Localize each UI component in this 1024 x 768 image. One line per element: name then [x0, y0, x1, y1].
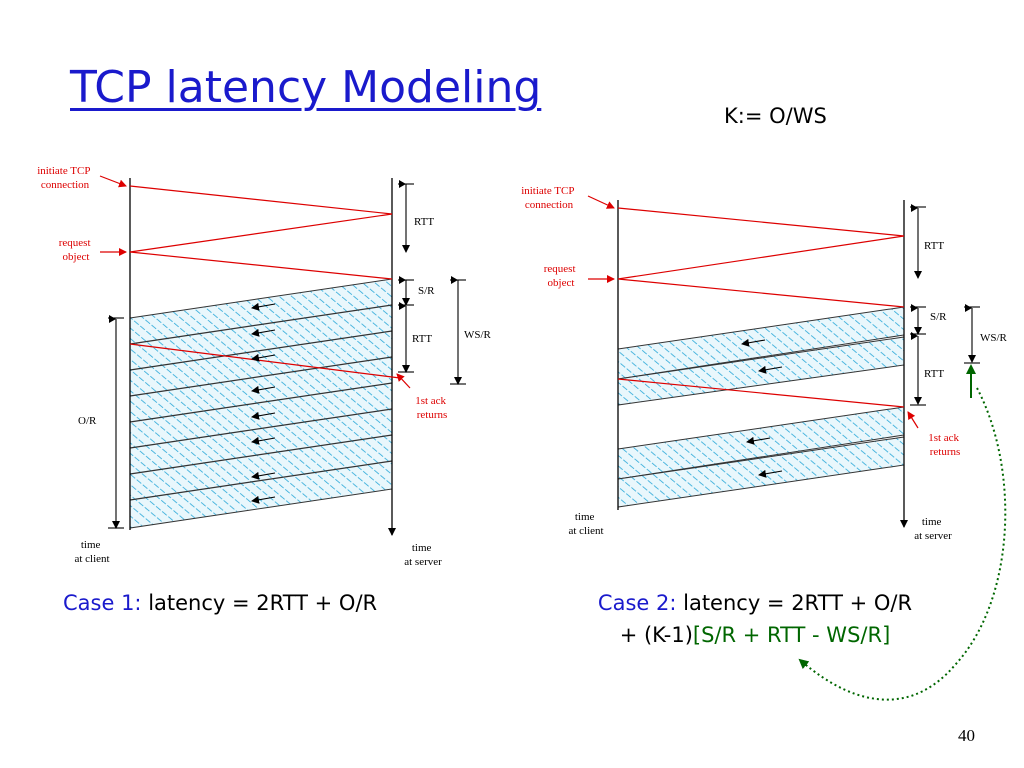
case-2-bracket-term: [S/R + RTT - WS/R] — [692, 623, 891, 647]
case-1-formula: Case 1: latency = 2RTT + O/R — [63, 591, 377, 615]
right-request-label: request object — [544, 263, 579, 289]
right-time-client-line1: time — [575, 511, 595, 523]
left-request-label: request object — [59, 237, 94, 263]
case-2-formula: Case 2: latency = 2RTT + O/R + (K-1)[S/R… — [540, 587, 970, 651]
left-time-client-line2: at client — [74, 553, 109, 565]
left-time-server-label: time at server — [404, 542, 442, 568]
right-rtt-mid-label: RTT — [924, 368, 944, 380]
right-ack-label: 1st ack returns — [928, 432, 962, 458]
slide-title: TCP latency Modeling — [70, 62, 542, 113]
left-segment-lines — [129, 304, 393, 501]
left-rtt-top-label: RTT — [414, 216, 434, 228]
right-initiate-line1: initiate TCP — [521, 185, 574, 197]
left-diagram: initiate TCP connection request object R… — [37, 165, 491, 568]
green-connector — [798, 364, 1007, 701]
left-request-line1: request — [59, 237, 91, 249]
right-diagram: initiate TCP connection request object R… — [521, 185, 1007, 542]
right-handshake-lines — [617, 207, 905, 408]
case-2-label: Case 2: — [597, 591, 677, 615]
left-initiate-line1: initiate TCP — [37, 165, 90, 177]
case-1-label: Case 1: — [63, 591, 142, 615]
right-time-client-label: time at client — [568, 511, 603, 537]
left-s-r-label: S/R — [418, 285, 435, 297]
right-red-pointers — [587, 195, 919, 429]
left-time-server-line2: at server — [404, 556, 442, 568]
k-definition: K:= O/WS — [724, 104, 827, 128]
right-initiate-label: initiate TCP connection — [521, 185, 577, 211]
green-dotted-curve — [798, 387, 1007, 701]
left-red-pointers — [99, 175, 411, 389]
right-rtt-top-label: RTT — [924, 240, 944, 252]
left-ack-line1: 1st ack — [415, 395, 446, 407]
left-ws-r-label: WS/R — [464, 329, 492, 341]
right-time-client-line2: at client — [568, 525, 603, 537]
case-2-multiplier: + (K-1) — [619, 623, 693, 647]
right-measurements — [910, 204, 980, 406]
left-o-r-label: O/R — [78, 415, 97, 427]
left-handshake-lines — [129, 185, 401, 379]
case-2-line-2: + (K-1)[S/R + RTT - WS/R] — [540, 619, 970, 651]
case-1-latency: latency = 2RTT + O/R — [141, 591, 378, 615]
left-time-client-line1: time — [81, 539, 101, 551]
right-ack-arrows — [741, 338, 783, 478]
right-request-line2: object — [548, 277, 575, 289]
left-ack-label: 1st ack returns — [415, 395, 449, 421]
right-time-server-label: time at server — [914, 516, 952, 542]
left-measurements — [108, 180, 466, 529]
right-ack-line2: returns — [930, 446, 961, 458]
case-2-latency: latency = 2RTT + O/R — [676, 591, 913, 615]
right-ws-r-label: WS/R — [980, 332, 1008, 344]
right-initiate-line2: connection — [525, 199, 574, 211]
left-initiate-label: initiate TCP connection — [37, 165, 93, 191]
left-transmission-region — [129, 278, 393, 529]
right-time-server-line1: time — [922, 516, 942, 528]
left-time-server-line1: time — [412, 542, 432, 554]
case-2-line-1: Case 2: latency = 2RTT + O/R — [540, 587, 970, 619]
right-s-r-label: S/R — [930, 311, 947, 323]
left-request-line2: object — [63, 251, 90, 263]
right-time-server-line2: at server — [914, 530, 952, 542]
right-request-line1: request — [544, 263, 576, 275]
left-rtt-mid-label: RTT — [412, 333, 432, 345]
left-ack-line2: returns — [417, 409, 448, 421]
left-time-client-label: time at client — [74, 539, 109, 565]
left-ack-arrows — [251, 302, 276, 504]
page-number: 40 — [958, 726, 975, 745]
left-initiate-line2: connection — [41, 179, 90, 191]
right-ack-line1: 1st ack — [928, 432, 959, 444]
